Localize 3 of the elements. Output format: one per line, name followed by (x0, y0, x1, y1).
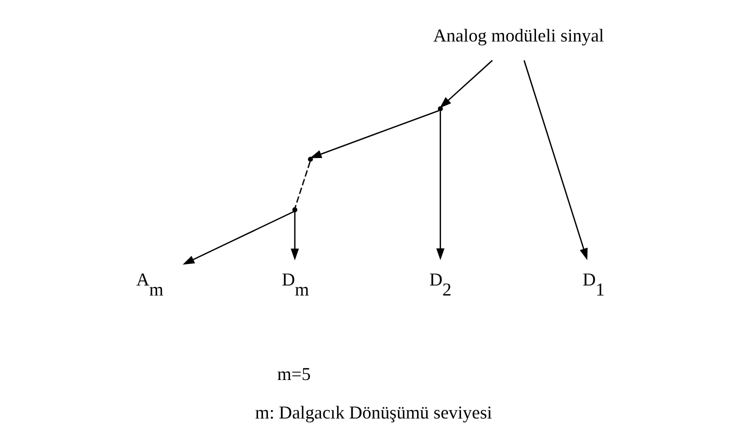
node-text: Analog modüleli sinyal (433, 26, 604, 46)
caption: m: Dalgacık Dönüşümü seviyesi (255, 402, 492, 423)
label: m=5 (277, 364, 311, 384)
